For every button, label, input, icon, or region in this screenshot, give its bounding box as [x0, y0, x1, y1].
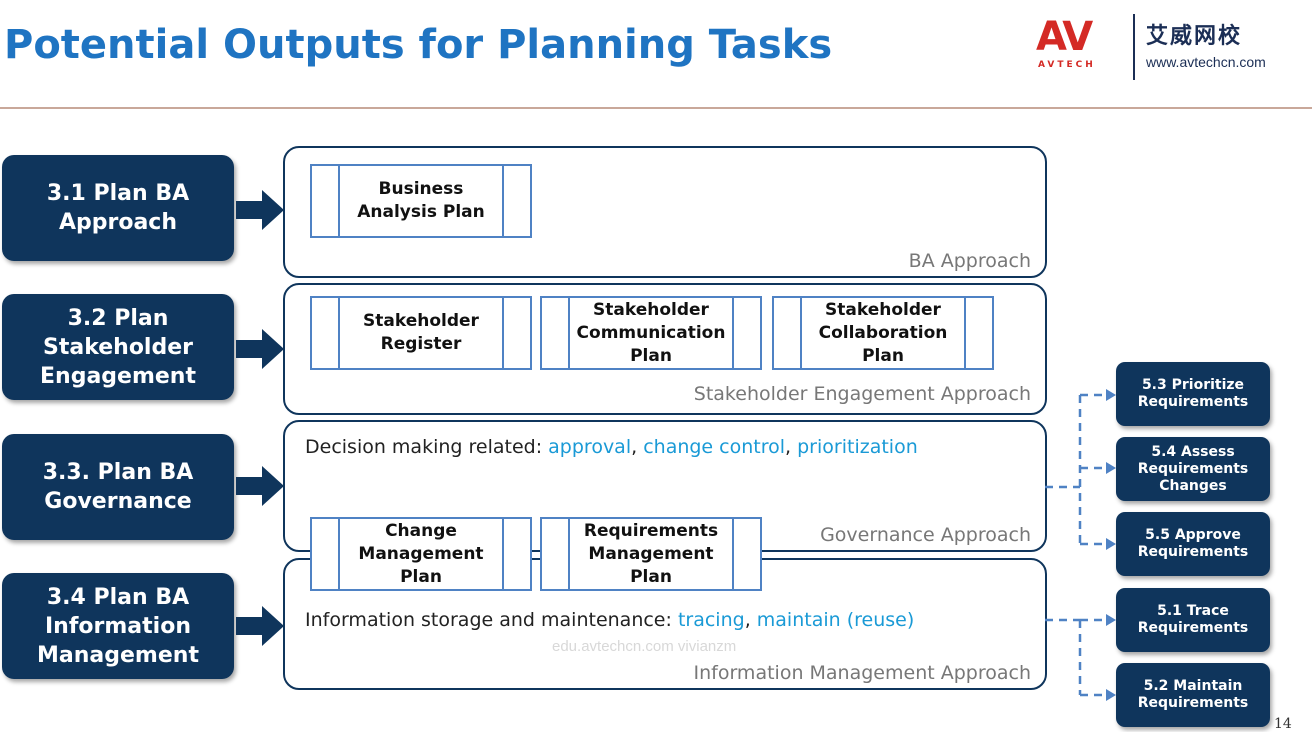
logo-mark: AV: [1036, 14, 1093, 60]
task-5-1-trace-requirements: 5.1 Trace Requirements: [1116, 588, 1270, 652]
title-divider: [0, 107, 1312, 109]
doc-requirements-management-plan: Requirements Management Plan: [540, 517, 762, 591]
task-3-3-plan-ba-governance: 3.3. Plan BA Governance: [2, 434, 234, 540]
task-5-5-approve-requirements: 5.5 Approve Requirements: [1116, 512, 1270, 576]
doc-stakeholder-communication-plan: Stakeholder Communication Plan: [540, 296, 762, 370]
arrow-right-icon: [236, 329, 284, 369]
logo-chinese-name: 艾威网校: [1146, 23, 1243, 49]
doc-change-management-plan: Change Management Plan: [310, 517, 532, 591]
slide-title: Potential Outputs for Planning Tasks: [4, 22, 833, 68]
doc-business-analysis-plan: Business Analysis Plan: [310, 164, 532, 238]
logo-url: www.avtechcn.com: [1146, 54, 1266, 70]
page-number: 14: [1274, 716, 1292, 732]
arrow-right-icon: [236, 606, 284, 646]
task-3-4-plan-ba-information-management: 3.4 Plan BA Information Management: [2, 573, 234, 679]
logo-subtitle: AVTECH: [1038, 60, 1096, 70]
arrow-right-icon: [236, 466, 284, 506]
task-5-2-maintain-requirements: 5.2 Maintain Requirements: [1116, 663, 1270, 727]
approach-label: Governance Approach: [820, 524, 1031, 546]
watermark-text: edu.avtechcn.com vivianzm: [552, 638, 737, 655]
approach-label: BA Approach: [908, 250, 1031, 272]
governance-note: Decision making related: approval, chang…: [305, 436, 918, 458]
logo-separator: [1133, 14, 1135, 80]
approach-label: Information Management Approach: [693, 662, 1032, 684]
note-item-maintain-reuse: maintain (reuse): [756, 609, 915, 631]
note-separator: ,: [785, 436, 798, 458]
avtech-logo: AV AVTECH 艾威网校 www.avtechcn.com: [1020, 14, 1310, 84]
task-3-2-plan-stakeholder-engagement: 3.2 Plan Stakeholder Engagement: [2, 294, 234, 400]
arrow-right-icon: [236, 190, 284, 230]
doc-stakeholder-register: Stakeholder Register: [310, 296, 532, 370]
task-3-1-plan-ba-approach: 3.1 Plan BA Approach: [2, 155, 234, 261]
note-item-tracing: tracing: [677, 609, 745, 631]
doc-stakeholder-collaboration-plan: Stakeholder Collaboration Plan: [772, 296, 994, 370]
note-item-approval: approval: [548, 436, 632, 458]
note-prefix: Decision making related:: [305, 436, 549, 458]
information-management-note: Information storage and maintenance: tra…: [305, 609, 914, 631]
note-separator: ,: [744, 609, 757, 631]
note-separator: ,: [631, 436, 644, 458]
approach-label: Stakeholder Engagement Approach: [693, 383, 1031, 405]
note-item-prioritization: prioritization: [797, 436, 918, 458]
task-5-4-assess-requirements-changes: 5.4 Assess Requirements Changes: [1116, 437, 1270, 501]
note-item-change-control: change control: [643, 436, 786, 458]
note-prefix: Information storage and maintenance:: [305, 609, 678, 631]
task-5-3-prioritize-requirements: 5.3 Prioritize Requirements: [1116, 362, 1270, 426]
